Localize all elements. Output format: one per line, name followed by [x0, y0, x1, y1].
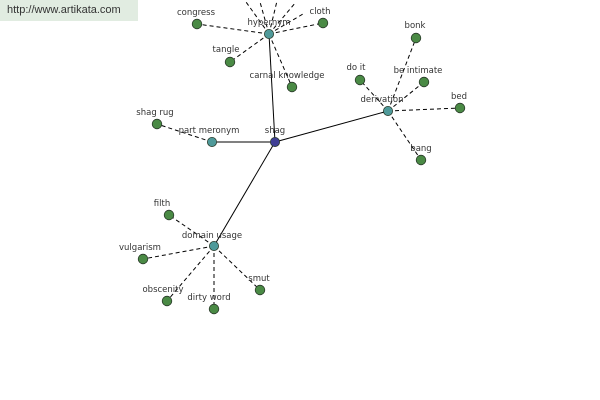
edge-derivation-bang: [387, 110, 422, 161]
edge-domain-usage-vulgarism: [142, 245, 215, 260]
leaf-label-bed: bed: [451, 92, 467, 102]
relation-label-domain-usage: domain usage: [182, 231, 242, 241]
relation-label-derivation: derivation: [360, 95, 403, 105]
leaf-label-vulgarism: vulgarism: [119, 243, 161, 253]
site-url[interactable]: http://www.artikata.com: [0, 0, 138, 21]
relation-node-domain-usage[interactable]: [208, 240, 219, 251]
leaf-label-filth: filth: [154, 199, 170, 209]
leaf-label-dirty-word: dirty word: [187, 293, 230, 303]
leaf-label-tangle: tangle: [213, 45, 240, 55]
edge-part-meronym-shag-rug: [156, 123, 213, 143]
leaf-node-obscenity[interactable]: [161, 295, 173, 307]
edge-hypernym-congress: [196, 23, 270, 35]
leaf-label-congress: congress: [177, 8, 216, 18]
edge-hypernym-offscreen-1: [259, 1, 270, 35]
leaf-label-carnal-knowledge: carnal knowledge: [250, 71, 325, 81]
relation-node-part-meronym[interactable]: [206, 136, 217, 147]
leaf-node-congress[interactable]: [191, 18, 203, 30]
edge-hypernym-tangle: [229, 33, 270, 63]
relation-node-hypernym[interactable]: [263, 28, 274, 39]
edge-domain-usage-smut: [213, 245, 261, 291]
leaf-node-vulgarism[interactable]: [137, 253, 149, 265]
edge-domain-usage-filth: [168, 214, 215, 247]
leaf-node-shag-rug[interactable]: [151, 118, 163, 130]
leaf-label-bonk: bonk: [405, 21, 426, 31]
edge-hypernym-cloth: [268, 22, 324, 35]
edge-derivation-be-intimate: [387, 81, 425, 112]
edge-hypernym-offscreen-2: [268, 0, 278, 35]
edge-hypernym-carnal-knowledge: [268, 33, 293, 88]
leaf-label-obscenity: obscenity: [142, 285, 183, 295]
leaf-node-bonk[interactable]: [410, 32, 422, 44]
leaf-label-shag-rug: shag rug: [136, 108, 173, 118]
relation-node-derivation[interactable]: [382, 106, 393, 117]
relation-label-part-meronym: part meronym: [179, 126, 240, 136]
leaf-label-do-it: do it: [347, 63, 367, 73]
leaf-label-cloth: cloth: [310, 7, 331, 17]
center-node[interactable]: [269, 136, 280, 147]
leaf-node-tangle[interactable]: [224, 56, 236, 68]
leaf-node-bed[interactable]: [454, 102, 466, 114]
edge-derivation-bed: [387, 107, 461, 112]
leaf-label-be-intimate: be intimate: [394, 66, 443, 76]
leaf-node-bang[interactable]: [415, 154, 427, 166]
center-label: shag: [265, 126, 285, 136]
leaf-node-be-intimate[interactable]: [418, 76, 430, 88]
edge-center-hypernym: [268, 33, 276, 143]
leaf-node-smut[interactable]: [254, 284, 266, 296]
edge-center-domain-usage: [213, 141, 276, 247]
edge-domain-usage-obscenity: [166, 245, 215, 302]
relation-label-hypernym: hypernym: [247, 18, 290, 28]
leaf-node-carnal-knowledge[interactable]: [286, 81, 298, 93]
edge-derivation-bonk: [387, 37, 417, 112]
leaf-label-smut: smut: [248, 274, 270, 284]
leaf-node-filth[interactable]: [163, 209, 175, 221]
leaf-node-cloth[interactable]: [317, 17, 329, 29]
edge-center-derivation: [274, 110, 389, 143]
leaf-node-dirty-word[interactable]: [208, 303, 220, 315]
leaf-label-bang: bang: [410, 144, 431, 154]
leaf-node-do-it[interactable]: [354, 74, 366, 86]
